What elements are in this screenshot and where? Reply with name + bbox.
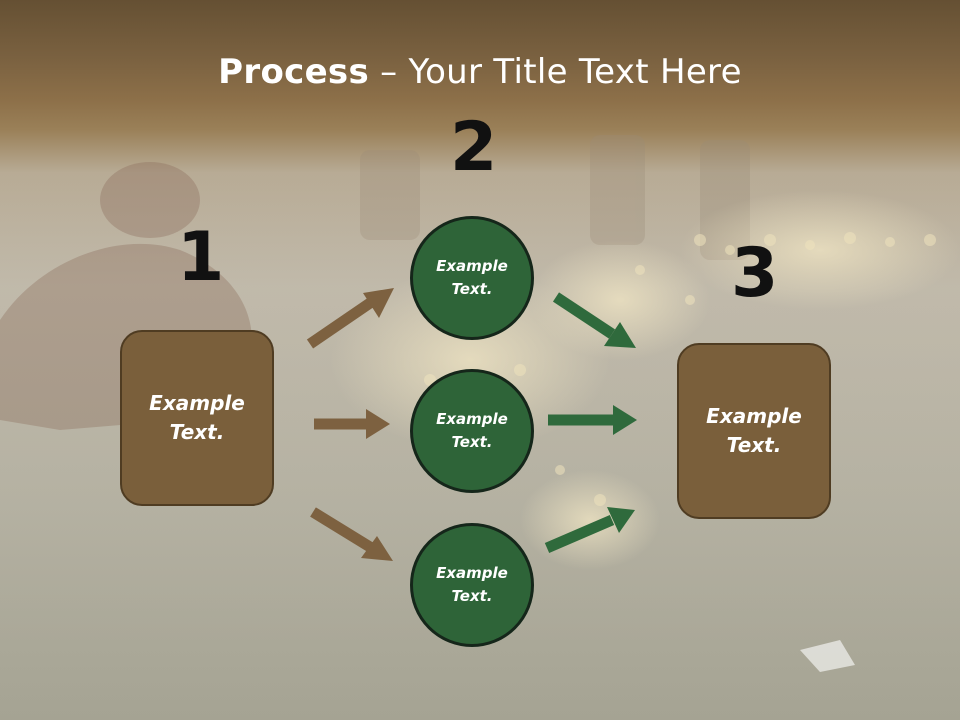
circle-bottom-line2: Text. (451, 587, 493, 605)
left-box-line2: Text. (169, 420, 225, 444)
right-box-line2: Text. (726, 433, 782, 457)
circle-middle: Example Text. (410, 369, 534, 493)
circle-middle-line1: Example (436, 410, 508, 428)
circle-top-line1: Example (436, 257, 508, 275)
circle-middle-line2: Text. (451, 433, 493, 451)
left-process-box: Example Text. (120, 330, 274, 506)
circle-top: Example Text. (410, 216, 534, 340)
title-bold: Process (218, 52, 370, 92)
right-process-box: Example Text. (677, 343, 831, 519)
circle-top-line2: Text. (451, 280, 493, 298)
circle-bottom: Example Text. (410, 523, 534, 647)
left-box-line1: Example (149, 391, 245, 415)
step-number-2: 2 (450, 108, 498, 187)
step-number-1: 1 (177, 218, 225, 297)
circle-bottom-line1: Example (436, 564, 508, 582)
step-number-3: 3 (731, 234, 779, 313)
slide-title: Process – Your Title Text Here (0, 52, 960, 92)
right-box-line1: Example (706, 404, 802, 428)
title-rest: – Your Title Text Here (369, 52, 742, 92)
